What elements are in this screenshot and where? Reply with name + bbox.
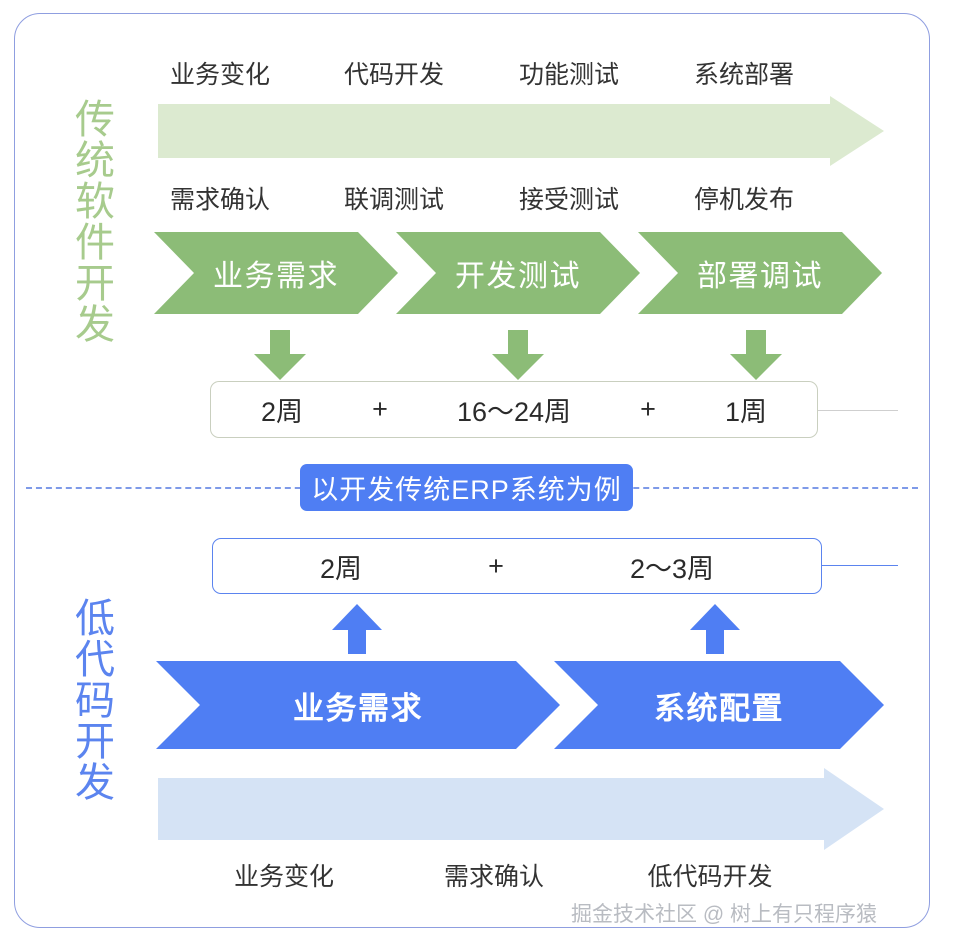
lowcode-phase-2[interactable]: 系统配置 <box>554 661 884 749</box>
lowcode-duration-operator-1: + <box>488 550 504 581</box>
lowcode-duration-box: 2周 + 2〜3周 <box>212 538 822 594</box>
traditional-top-label-2: 代码开发 <box>343 61 444 89</box>
lowcode-bottom-label-1: 业务变化 <box>233 863 334 891</box>
lowcode-duration-tail-line <box>820 565 898 566</box>
traditional-phase-2-label: 开发测试 <box>455 260 581 293</box>
section-title-traditional: 传统软件开发 <box>69 98 113 344</box>
traditional-phase-1-label: 业务需求 <box>213 260 339 293</box>
traditional-bottom-label-4: 停机发布 <box>693 186 794 214</box>
traditional-bottom-label-3: 接受测试 <box>518 186 619 214</box>
example-badge: 以开发传统ERP系统为例 <box>300 464 633 511</box>
traditional-connector-arrow-1 <box>254 330 306 380</box>
traditional-phase-2[interactable]: 开发测试 <box>396 232 640 314</box>
lowcode-duration-cell-2: 2〜3周 <box>629 553 715 584</box>
watermark: 掘金技术社区 @ 树上有只程序猿 <box>571 903 877 926</box>
lowcode-connector-arrow-1 <box>332 604 382 654</box>
traditional-bottom-label-2: 联调测试 <box>343 186 444 214</box>
traditional-timeline-arrow <box>158 96 884 166</box>
traditional-top-label-3: 功能测试 <box>518 61 619 89</box>
card-frame <box>14 13 930 928</box>
traditional-connector-arrow-2 <box>492 330 544 380</box>
lowcode-timeline-arrow <box>158 768 884 850</box>
lowcode-bottom-label-3: 低代码开发 <box>647 863 773 891</box>
traditional-phase-3-label: 部署调试 <box>697 260 823 293</box>
traditional-bottom-label-1: 需求确认 <box>169 186 270 214</box>
traditional-duration-operator-1: + <box>372 394 388 424</box>
traditional-top-label-1: 业务变化 <box>169 61 270 89</box>
example-badge-label: 以开发传统ERP系统为例 <box>311 475 622 505</box>
lowcode-connector-arrow-2 <box>690 604 740 654</box>
lowcode-bottom-label-2: 需求确认 <box>443 863 544 891</box>
traditional-top-label-4: 系统部署 <box>693 61 794 89</box>
traditional-duration-operator-2: + <box>640 394 656 424</box>
lowcode-phase-2-label: 系统配置 <box>654 690 784 726</box>
traditional-duration-cell-2: 16〜24周 <box>456 397 572 427</box>
lowcode-phase-1[interactable]: 业务需求 <box>156 661 560 749</box>
traditional-phase-3[interactable]: 部署调试 <box>638 232 882 314</box>
traditional-duration-box: 2周 + 16〜24周 + 1周 <box>210 381 818 438</box>
lowcode-phase-1-label: 业务需求 <box>293 690 423 726</box>
section-title-lowcode: 低代码开发 <box>69 597 113 802</box>
traditional-duration-cell-3: 1周 <box>724 397 768 427</box>
traditional-duration-cell-1: 2周 <box>260 397 303 427</box>
traditional-connector-arrow-3 <box>730 330 782 380</box>
traditional-phase-1[interactable]: 业务需求 <box>154 232 398 314</box>
traditional-duration-tail-line <box>800 410 898 411</box>
lowcode-duration-cell-1: 2周 <box>319 553 363 584</box>
